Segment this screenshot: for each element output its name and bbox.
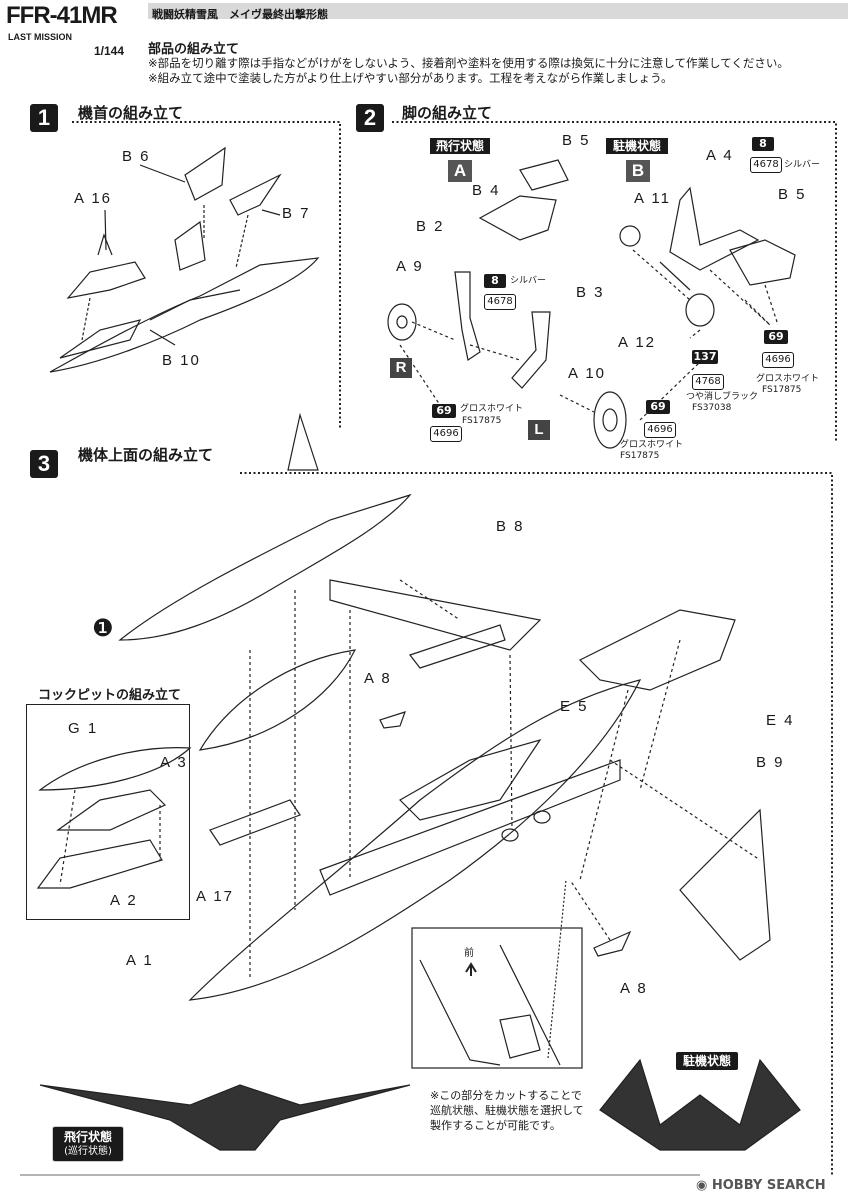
flight-mode-letter: A xyxy=(448,160,472,182)
part-label: B 5 xyxy=(562,132,591,149)
flight-mode-badge: 飛行状態 (巡行状態) xyxy=(52,1126,124,1162)
step-3-number: 3 xyxy=(30,450,58,478)
part-label: B 7 xyxy=(282,205,311,222)
note-1: ※部品を切り離す際は手指などがけがをしないよう、接着剤や塗料を使用する際は換気に… xyxy=(148,56,789,70)
note-2: ※組み立て途中で塗装した方がより仕上げやすい部分があります。工程を考えながら作業… xyxy=(148,71,673,85)
cut-note: ※この部分をカットすることで巡航状態、駐機状態を選択して製作することが可能です。 xyxy=(430,1089,584,1132)
model-subtitle: LAST MISSION xyxy=(8,32,73,42)
paint-fs: FS17875 xyxy=(620,451,660,461)
part-label: A 11 xyxy=(634,190,671,207)
part-label: A 1 xyxy=(126,952,154,969)
step-3-title: 機体上面の組み立て xyxy=(78,446,214,464)
part-label: G 1 xyxy=(68,720,99,737)
step-ref-marker: ❶ xyxy=(92,614,114,642)
paint-name: つや消しブラック xyxy=(686,392,759,402)
paint-name: グロスホワイト xyxy=(620,440,684,450)
left-gear-marker: L xyxy=(528,420,550,440)
cockpit-box xyxy=(26,704,190,920)
header-banner: 戦闘妖精雪風 メイヴ最終出撃形態 xyxy=(148,3,848,21)
paint-ref: 4696 xyxy=(644,422,676,438)
paint-ref: 4678 xyxy=(750,157,782,173)
paint-ref: 4768 xyxy=(692,374,724,390)
part-label: B 10 xyxy=(162,352,201,369)
step-2-number: 2 xyxy=(356,104,384,132)
right-gear-marker: R xyxy=(390,358,412,378)
paint-name: シルバー xyxy=(784,160,821,170)
watermark: ◉ HOBBY SEARCH xyxy=(696,1178,826,1193)
flight-mode-tag: 飛行状態 xyxy=(430,138,490,154)
model-scale: 1/144 xyxy=(94,44,125,58)
flight-mode-badge-label: 飛行状態 xyxy=(63,1130,112,1144)
step-2-title: 脚の組み立て xyxy=(402,104,493,122)
part-label: B 3 xyxy=(576,284,605,301)
parked-mode-tag: 駐機状態 xyxy=(606,138,668,154)
part-label: E 5 xyxy=(560,698,589,715)
cockpit-title: コックピットの組み立て xyxy=(38,688,182,703)
part-label: A 10 xyxy=(568,365,607,382)
paint-code: 69 xyxy=(764,330,788,344)
paint-ref: 4678 xyxy=(484,294,516,310)
part-label: A 8 xyxy=(620,980,648,997)
watermark-icon: ◉ xyxy=(696,1178,712,1193)
part-label: B 5 xyxy=(778,186,807,203)
part-label: A 17 xyxy=(196,888,235,905)
part-label: B 2 xyxy=(416,218,445,235)
paint-fs: FS17875 xyxy=(762,385,802,395)
paint-name: グロスホワイト xyxy=(756,374,820,384)
parked-mode-letter: B xyxy=(626,160,650,182)
paint-ref: 4696 xyxy=(430,426,462,442)
parked-mode-badge: 駐機状態 xyxy=(676,1052,738,1070)
paint-code: 8 xyxy=(484,274,506,288)
section-title: 部品の組み立て xyxy=(148,42,240,57)
paint-fs: FS17875 xyxy=(462,416,502,426)
paint-name: シルバー xyxy=(510,276,547,286)
part-label: B 4 xyxy=(472,182,501,199)
step-1-number: 1 xyxy=(30,104,58,132)
part-label: E 4 xyxy=(766,712,795,729)
part-label: A 9 xyxy=(396,258,424,275)
paint-fs: FS37038 xyxy=(692,403,732,413)
paint-code: 137 xyxy=(692,350,718,364)
part-label: A 4 xyxy=(706,147,734,164)
model-name: FFR-41MR xyxy=(6,2,118,29)
paint-name: グロスホワイト xyxy=(460,404,524,414)
paint-ref: 4696 xyxy=(762,352,794,368)
part-label: A 12 xyxy=(618,334,657,351)
part-label: B 9 xyxy=(756,754,785,771)
paint-code: 69 xyxy=(432,404,456,418)
part-label: A 16 xyxy=(74,190,113,207)
part-label: B 8 xyxy=(496,518,525,535)
part-label: A 2 xyxy=(110,892,138,909)
part-label: A 8 xyxy=(364,670,392,687)
front-direction-label: 前 xyxy=(464,948,474,959)
part-label: A 3 xyxy=(160,754,188,771)
paint-code: 8 xyxy=(752,137,774,151)
part-label: B 6 xyxy=(122,148,151,165)
step-1-title: 機首の組み立て xyxy=(78,104,184,122)
flight-mode-badge-sub: (巡行状態) xyxy=(64,1146,112,1157)
paint-code: 69 xyxy=(646,400,670,414)
